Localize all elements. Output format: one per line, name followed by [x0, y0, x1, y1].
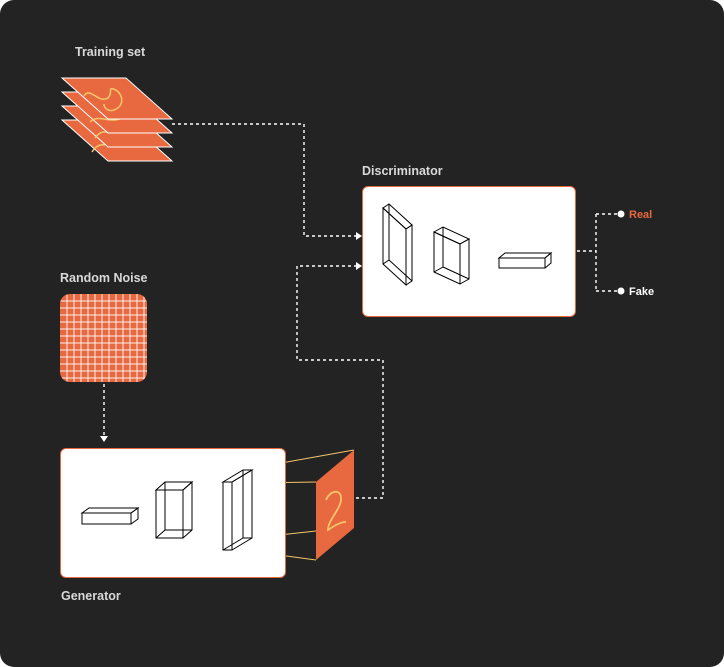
arrow-head-icon [356, 262, 362, 270]
discriminator-layers-icon [382, 203, 553, 287]
arrow-head-icon [100, 436, 108, 442]
generator-box [60, 448, 286, 578]
generator-layers-icon [80, 469, 254, 551]
discriminator-box [362, 186, 576, 317]
real-output-label: Real [629, 209, 653, 221]
discriminator-label: Discriminator [362, 164, 443, 178]
generator-to-discriminator-connector [296, 265, 384, 499]
training-set-icon [60, 77, 174, 162]
fake-output-label: Fake [629, 286, 655, 298]
discriminator-output-connector [577, 213, 620, 292]
fake-output-dot [617, 287, 625, 295]
real-output-dot [617, 210, 625, 218]
noise-grid-icon [60, 294, 147, 382]
random-noise-label: Random Noise [60, 271, 148, 285]
arrow-head-icon [356, 232, 362, 240]
training-to-discriminator-connector [172, 123, 356, 237]
generated-digit-sheet-icon [316, 450, 354, 560]
generator-label: Generator [61, 589, 121, 603]
training-set-label: Training set [75, 45, 146, 59]
